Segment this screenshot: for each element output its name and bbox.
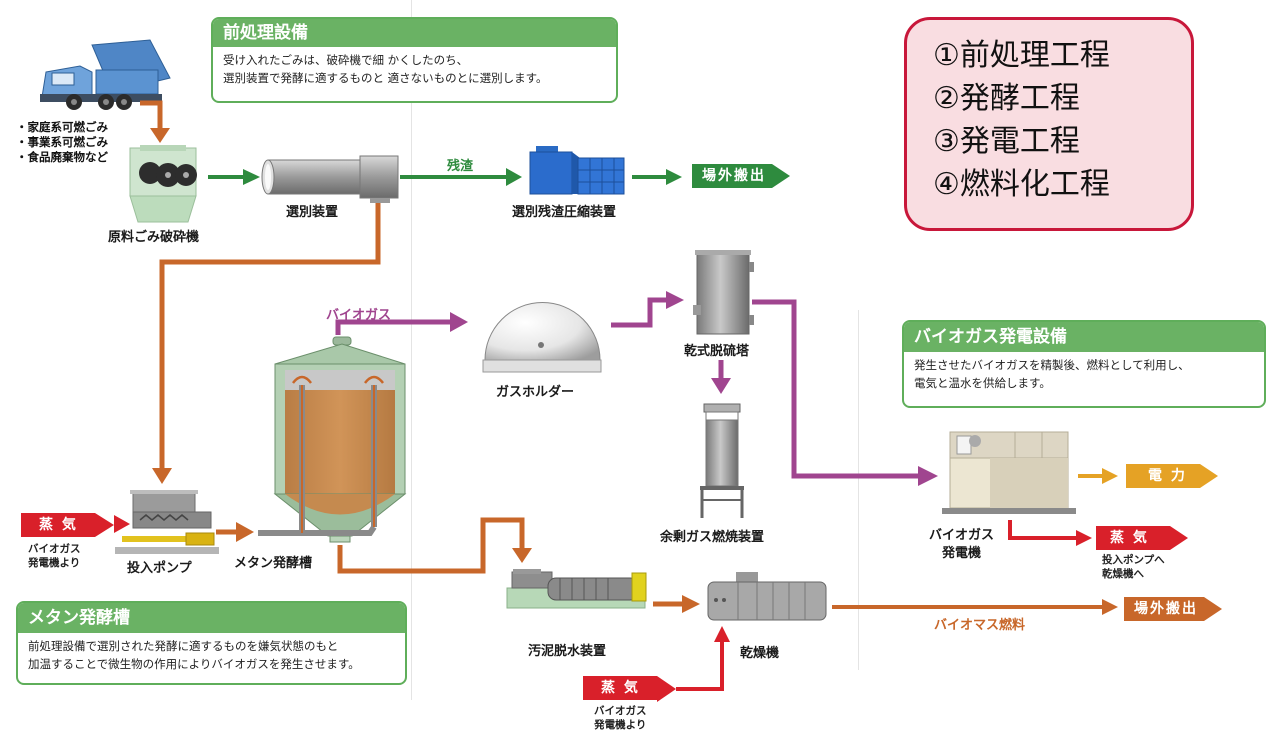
power-info-box: バイオガス発電設備 発生させたバイオガスを精製後、燃料として利用し、 電気と温水… xyxy=(902,320,1266,408)
feed-pump-icon xyxy=(115,490,219,554)
steam-source-line: 発電機より xyxy=(594,719,647,731)
separator-label: 選別装置 xyxy=(286,205,339,220)
pretreatment-info-box: 前処理設備 受け入れたごみは、破砕機で細 かくしたのち、 選別装置で発酵に適する… xyxy=(211,17,618,103)
generator-label-line: 発電機 xyxy=(942,546,982,561)
generator-label: バイオガス 発電機 xyxy=(929,527,994,563)
gas-holder-icon xyxy=(482,302,602,373)
flow-arrow-desulfurizer-to-generator xyxy=(752,299,938,486)
surplus-gas-flare-icon xyxy=(700,403,744,518)
flow-arrow-crusher-to-separator xyxy=(208,169,260,185)
biogas-generator-icon xyxy=(942,431,1076,514)
dryer-icon xyxy=(707,572,827,621)
gas-holder-label: ガスホルダー xyxy=(496,385,575,400)
flow-arrow-holder-to-desulfurizer xyxy=(611,291,684,328)
steam-destination: 投入ポンプへ xyxy=(1102,554,1165,566)
methane-info-box: メタン発酵槽 前処理設備で選別された発酵に適するものを嫌気状態のもと 加温するこ… xyxy=(16,601,407,685)
flow-arrow-dryer-to-export xyxy=(832,599,1118,615)
power-title: バイオガス発電設備 xyxy=(904,322,1264,352)
export-tag-residue: 場外搬出 xyxy=(692,164,790,188)
methane-title: メタン発酵槽 xyxy=(18,603,405,633)
flow-arrow-separator-to-pump xyxy=(152,203,381,484)
waste-type: ・事業系可燃ごみ xyxy=(16,135,108,149)
pretreatment-title: 前処理設備 xyxy=(213,19,616,47)
methane-desc-line: 加温することで微生物の作用によりバイオガスを発生させます。 xyxy=(28,657,360,671)
steam-source-line: バイオガス xyxy=(594,705,647,717)
flow-arrow-separator-to-compressor xyxy=(400,168,522,186)
flow-arrow-truck-to-crusher xyxy=(140,100,170,143)
biogas-flow-label: バイオガス xyxy=(326,308,392,323)
separator-drum-icon xyxy=(261,155,399,203)
pretreatment-desc-line: 受け入れたごみは、破砕機で細 かくしたのち、 xyxy=(223,53,469,67)
flow-arrow-dewatering-to-dryer xyxy=(653,595,700,613)
flow-arrow-pump-to-fermenter xyxy=(216,522,254,542)
desulfurizer-label: 乾式脱硫塔 xyxy=(684,344,750,359)
divider-line xyxy=(411,0,412,700)
flow-arrow-generator-to-steam xyxy=(1008,520,1092,546)
steam-source-pump: バイオガス 発電機より xyxy=(28,542,81,570)
dewatering-label: 汚泥脱水装置 xyxy=(528,644,607,659)
steam-input-tag-pump: 蒸 気 xyxy=(21,513,95,537)
flow-arrow-compressor-to-export xyxy=(632,169,682,185)
steam-source-line: バイオガス xyxy=(28,543,81,555)
steam-output-tag: 蒸 気 xyxy=(1096,526,1188,550)
pretreatment-desc-line: 選別装置で発酵に適するものと 適さないものとに選別します。 xyxy=(223,71,548,85)
export-tag-biomass: 場外搬出 xyxy=(1124,597,1222,621)
desulfurization-tower-icon xyxy=(693,250,754,335)
waste-type: ・食品廃棄物など xyxy=(16,150,108,164)
waste-type: ・家庭系可燃ごみ xyxy=(16,120,108,134)
flare-label: 余剰ガス燃焼装置 xyxy=(660,530,765,545)
methane-fermenter-tank-icon xyxy=(258,336,407,543)
garbage-truck-icon xyxy=(40,39,171,110)
biomass-fuel-label: バイオマス燃料 xyxy=(934,618,1026,633)
power-output-tag: 電 力 xyxy=(1126,464,1218,488)
crusher-label: 原料ごみ破砕機 xyxy=(108,230,200,245)
crusher-icon xyxy=(129,145,197,223)
legend-item: ④燃料化工程 xyxy=(933,167,1110,202)
legend-item: ②発酵工程 xyxy=(933,81,1080,116)
flow-arrow-steam-to-pump xyxy=(114,515,130,533)
steam-destination: 乾燥機へ xyxy=(1102,568,1144,580)
flow-arrow-fermenter-to-dewatering xyxy=(337,517,532,574)
flow-arrow-biogas-to-holder xyxy=(335,312,468,335)
process-legend: ①前処理工程 ②発酵工程 ③発電工程 ④燃料化工程 xyxy=(904,17,1194,231)
legend-item: ③発電工程 xyxy=(933,124,1080,159)
steam-input-tag-dryer: 蒸 気 xyxy=(583,676,657,700)
waste-types-list: ・家庭系可燃ごみ ・事業系可燃ごみ ・食品廃棄物など xyxy=(16,120,108,165)
flow-arrow-steam-to-dryer xyxy=(676,626,730,691)
sludge-dewatering-icon xyxy=(506,569,647,609)
flow-arrow-desulfurizer-to-flare xyxy=(711,360,731,394)
residue-flow-label: 残渣 xyxy=(447,159,474,174)
steam-source-dryer: バイオガス 発電機より xyxy=(594,704,647,732)
methane-desc-line: 前処理設備で選別された発酵に適するものを嫌気状態のもと xyxy=(28,639,339,653)
compressor-label: 選別残渣圧縮装置 xyxy=(512,205,617,220)
flow-arrow-generator-to-power xyxy=(1078,468,1118,484)
power-desc-line: 発生させたバイオガスを精製後、燃料として利用し、 xyxy=(914,358,1190,372)
power-desc-line: 電気と温水を供給します。 xyxy=(914,376,1051,390)
divider-line xyxy=(858,310,859,670)
generator-label-line: バイオガス xyxy=(929,528,995,543)
fermenter-label: メタン発酵槽 xyxy=(234,556,313,571)
pump-label: 投入ポンプ xyxy=(127,561,192,576)
residue-compressor-icon xyxy=(529,146,625,195)
legend-item: ①前処理工程 xyxy=(933,38,1110,73)
steam-destinations: 投入ポンプへ 乾燥機へ xyxy=(1102,553,1165,581)
dryer-label: 乾燥機 xyxy=(740,646,780,661)
steam-source-line: 発電機より xyxy=(28,557,81,569)
